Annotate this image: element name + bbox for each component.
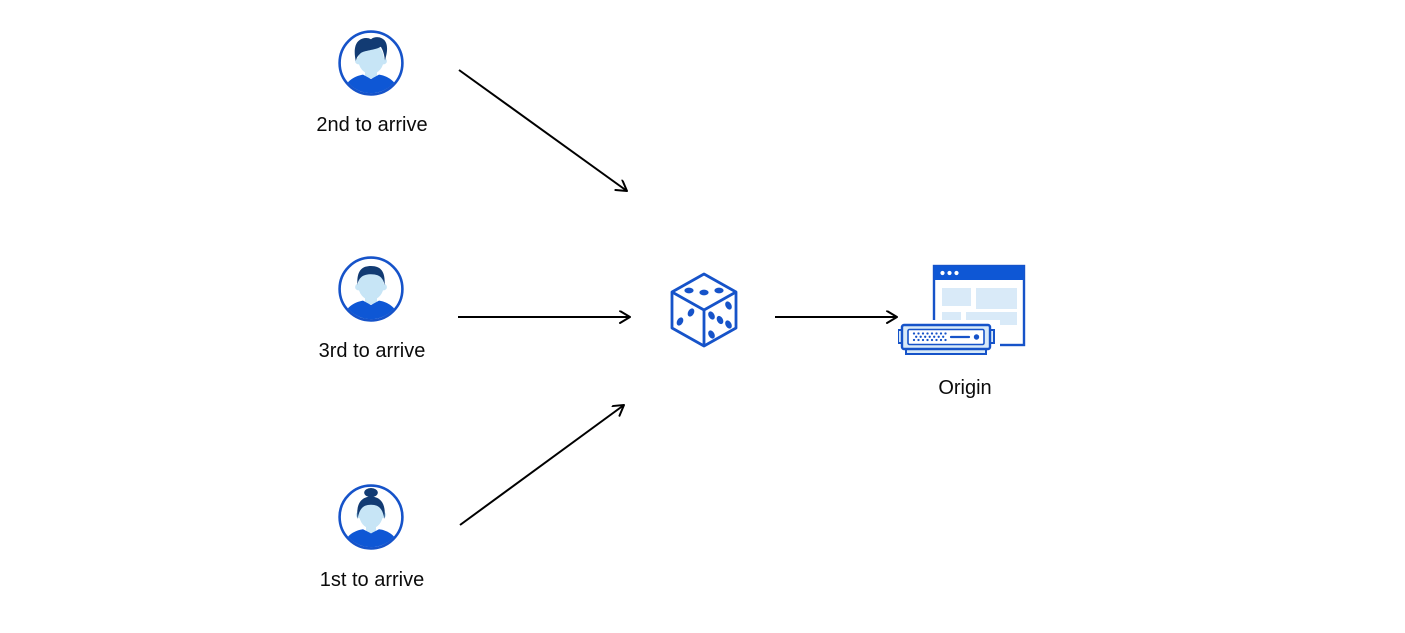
arrow-visitor-second-to-dice [458, 69, 627, 191]
woman-avatar-icon [338, 484, 404, 550]
origin-label: Origin [938, 377, 992, 399]
dice-icon [670, 272, 738, 348]
origin-server-icon [898, 264, 1026, 356]
man-avatar-icon [338, 30, 404, 96]
visitor-first-label: 1st to arrive [319, 569, 425, 591]
visitor-third-label: 3rd to arrive [318, 340, 426, 362]
arrow-visitor-first-to-dice [459, 405, 624, 526]
man-avatar-icon [338, 256, 404, 322]
visitor-second-label: 2nd to arrive [316, 114, 428, 136]
